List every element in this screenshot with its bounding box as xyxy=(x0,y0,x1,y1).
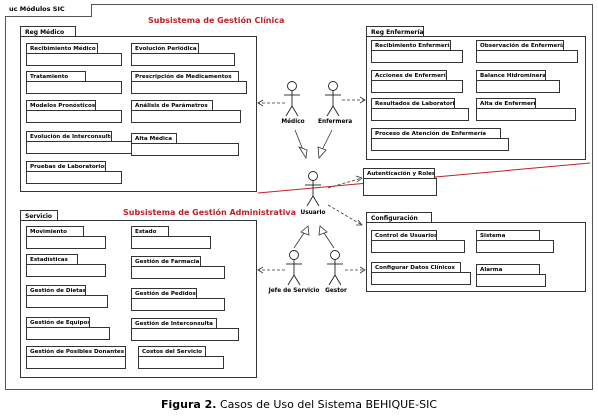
package-title: Reg Médico xyxy=(20,26,76,37)
package-servicio: Servicio Movimiento Estado Estadísticas … xyxy=(20,210,257,378)
package-reg-medico: Reg Médico Recibimiento Médico Evolución… xyxy=(20,26,257,192)
dep-usuario-config xyxy=(327,204,363,226)
actor-usuario-figure xyxy=(305,171,321,207)
actor-medico: Médico xyxy=(281,119,305,125)
actor-enfermera-figure xyxy=(325,81,341,117)
package-title: Reg Enfermería xyxy=(366,26,424,37)
figure-caption: Figura 2. Casos de Uso del Sistema BEHIQ… xyxy=(0,398,598,411)
gen-jefe-usuario xyxy=(300,225,310,236)
package-configuracion: Configuración Control de Usuarios Sistem… xyxy=(366,212,586,292)
figure-caption-label: Figura 2. xyxy=(160,398,217,411)
actor-gestor: Gestor xyxy=(325,288,347,294)
actor-usuario: Usuario xyxy=(300,210,326,216)
actor-jefe-figure xyxy=(286,250,302,286)
subsystem-clinica-title: Subsistema de Gestión Clínica xyxy=(148,16,285,25)
package-title: Configuración xyxy=(366,212,432,223)
frame-tab: uc Módulos SIC xyxy=(5,4,92,17)
frame-label: uc Módulos SIC xyxy=(9,5,65,13)
actor-enfermera: Enfermera xyxy=(318,119,353,125)
actor-gestor-figure xyxy=(327,250,343,286)
package-reg-enfermeria: Reg Enfermería Recibimiento Enfermería O… xyxy=(366,26,586,160)
subsystem-administrativa-title: Subsistema de Gestión Administrativa xyxy=(123,208,296,217)
actor-jefe-de-servicio: Jefe de Servicio xyxy=(268,288,320,294)
gen-medico-usuario xyxy=(298,146,308,160)
package-title: Servicio xyxy=(20,210,58,221)
gen-enfermera-usuario xyxy=(317,146,327,159)
actor-medico-figure xyxy=(284,81,300,117)
figure-caption-text: Casos de Uso del Sistema BEHIQUE-SIC xyxy=(216,398,437,411)
dep-usuario-auth xyxy=(327,177,363,189)
gen-gestor-usuario xyxy=(318,225,328,236)
